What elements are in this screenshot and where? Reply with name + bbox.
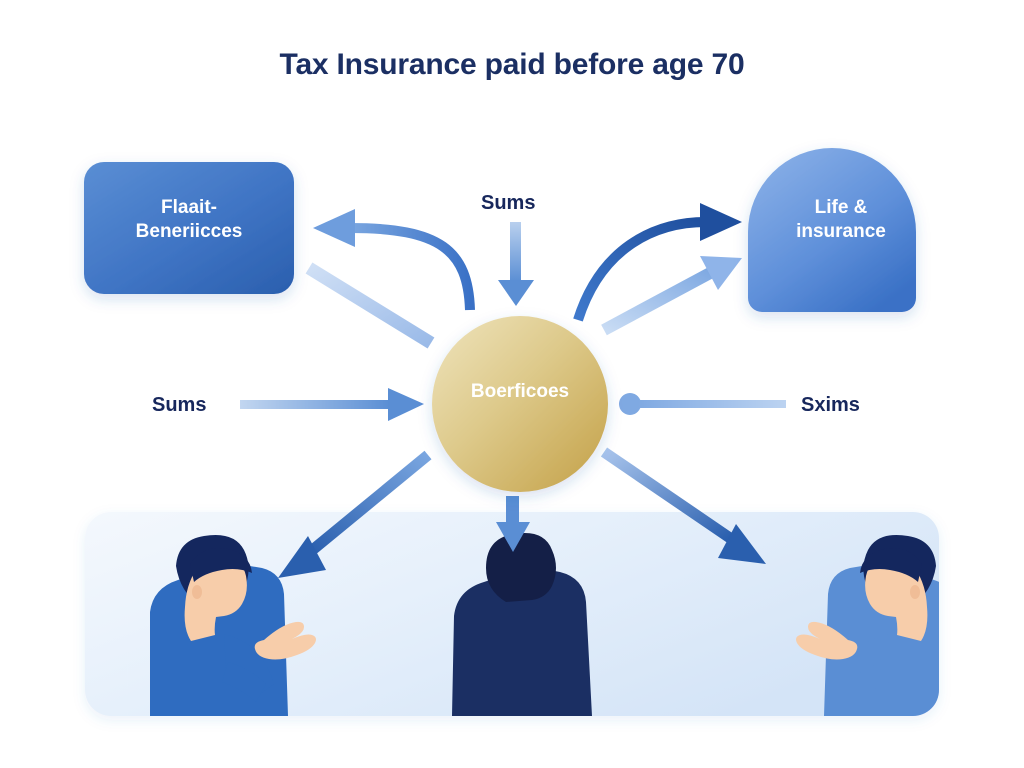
node-right-dome[interactable] bbox=[748, 148, 916, 312]
arrow-left-sums-into-circle bbox=[240, 388, 424, 421]
figure-left bbox=[150, 534, 316, 716]
figure-center bbox=[452, 533, 592, 716]
page-title: Tax Insurance paid before age 70 bbox=[279, 48, 745, 81]
arrow-top-into-circle bbox=[498, 222, 534, 306]
arrow-circle-to-left-box bbox=[313, 209, 475, 311]
connector-box-to-circle-light bbox=[305, 262, 435, 349]
arrow-circle-to-figure-right bbox=[600, 447, 766, 564]
connector-circle-to-sxims bbox=[619, 393, 786, 415]
people-group bbox=[150, 533, 939, 716]
flow-label-left: Sums bbox=[152, 394, 207, 416]
arrow-circle-to-dome-dark bbox=[573, 203, 742, 322]
flow-label-right: Sxims bbox=[801, 394, 860, 416]
node-center-circle[interactable] bbox=[432, 316, 608, 492]
node-left-box[interactable] bbox=[84, 162, 294, 294]
arrow-circle-to-dome-light bbox=[601, 256, 742, 336]
arrow-circle-to-figure-center bbox=[496, 496, 530, 552]
arrow-circle-to-figure-left bbox=[278, 450, 432, 578]
flow-label-top: Sums bbox=[481, 192, 536, 214]
figure-right bbox=[796, 534, 939, 716]
